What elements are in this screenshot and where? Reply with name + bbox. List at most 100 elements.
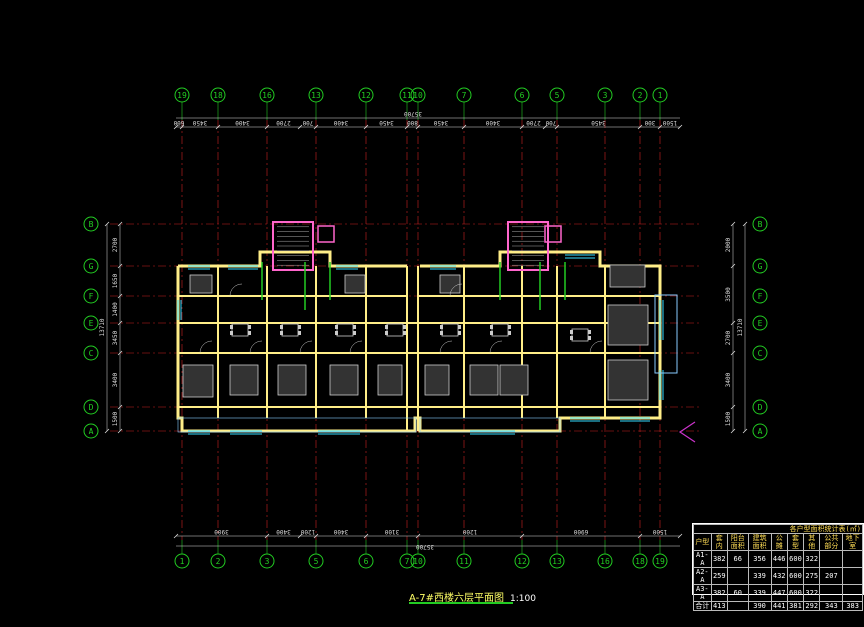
legend-cell: 343 xyxy=(819,601,844,611)
legend-header: 套型 xyxy=(786,533,805,551)
left-dim-tick xyxy=(117,320,123,326)
left-total-text: 13710 xyxy=(99,318,106,336)
chair xyxy=(570,330,573,334)
bottom-dim-text: 3100 xyxy=(384,528,399,535)
legend-cell: 339 xyxy=(747,584,772,602)
furniture-item xyxy=(499,364,529,396)
bottom-dim-tick xyxy=(519,533,525,539)
balcony-outline xyxy=(419,417,561,433)
left-dim-text: 1650 xyxy=(112,273,119,288)
legend-cell: 259 xyxy=(710,567,728,585)
furniture-item xyxy=(424,364,450,396)
legend-cell: 383 xyxy=(842,601,863,611)
top-dim-text: 2700 xyxy=(526,119,541,126)
stair-core xyxy=(507,221,549,271)
axis-bubble-left-circle xyxy=(83,315,99,331)
walls xyxy=(176,250,662,433)
room-details xyxy=(177,221,696,443)
bottom-dim-tick xyxy=(297,533,303,539)
right-total-tick xyxy=(742,428,748,434)
axis-bubble-right-circle xyxy=(752,345,768,361)
right-dim-text: 2700 xyxy=(725,330,732,345)
left-total-tick xyxy=(104,428,110,434)
dining-table xyxy=(231,323,249,337)
furniture-item xyxy=(377,364,403,396)
legend-cell xyxy=(842,567,863,585)
legend-cell xyxy=(842,550,863,568)
bottom-dim-tick xyxy=(313,533,319,539)
legend-cell: 381 xyxy=(786,601,805,611)
chair xyxy=(570,336,573,340)
left-dim-tick xyxy=(117,293,123,299)
axis-bubble-left-circle xyxy=(83,345,99,361)
legend-header: 户型 xyxy=(693,533,712,551)
chair xyxy=(230,325,233,329)
top-dim-text: 3450 xyxy=(379,119,394,126)
chair xyxy=(385,325,388,329)
top-dim-tick xyxy=(363,124,369,130)
bottom-dim-text: 3900 xyxy=(214,528,229,535)
top-dim-tick xyxy=(554,124,560,130)
axis-bubble-left-label: C xyxy=(89,349,94,358)
top-dim-text: 300 xyxy=(644,119,655,126)
furniture-item xyxy=(607,304,649,346)
left-dim-tick xyxy=(117,350,123,356)
top-dim-text: 1500 xyxy=(662,119,677,126)
top-dim-tick xyxy=(297,124,303,130)
left-dim-tick xyxy=(117,404,123,410)
top-dim-tick xyxy=(313,124,319,130)
right-dim-tick xyxy=(730,320,736,326)
dining-table xyxy=(336,323,354,337)
legend-cell xyxy=(726,601,749,611)
door-arc xyxy=(449,283,463,297)
right-dim-tick xyxy=(730,221,736,227)
axis-bubble-left-label: D xyxy=(89,403,94,412)
door-arc xyxy=(249,340,263,354)
top-total-text: 35700 xyxy=(404,110,422,117)
door-arc xyxy=(349,340,363,354)
legend-header: 套内 xyxy=(710,533,728,551)
legend-cell: 441 xyxy=(770,601,788,611)
left-total-tick xyxy=(104,221,110,227)
legend-header: 公摊 xyxy=(770,533,788,551)
chair xyxy=(385,331,388,335)
axis-bubble-right-circle xyxy=(752,423,768,439)
top-dim-text: 3400 xyxy=(485,119,500,126)
axis-bubble-left-circle xyxy=(83,288,99,304)
furniture-item xyxy=(277,364,307,396)
bottom-dim-tick xyxy=(415,533,421,539)
legend-cell: 322 xyxy=(803,550,821,568)
legend-header-row: 户型 套内 阳台面积 建筑面积 公摊 套型 其他 公共部分 地下室 xyxy=(693,533,863,551)
axis-bubble-left-label: A xyxy=(89,427,94,436)
dining-table xyxy=(441,323,459,337)
door-arc xyxy=(439,340,453,354)
legend-cell: 275 xyxy=(803,567,821,585)
furniture-item xyxy=(607,359,649,401)
top-dim-tick xyxy=(415,124,421,130)
bottom-dim-text: 6900 xyxy=(573,528,588,535)
axis-bubble-top-label: 13 xyxy=(311,91,321,100)
legend-cell xyxy=(819,584,844,602)
chair xyxy=(335,325,338,329)
top-dim-text: 600 xyxy=(173,119,184,126)
axis-bubble-left-circle xyxy=(83,216,99,232)
axis-bubble-top-label: 2 xyxy=(638,91,643,100)
legend-cell: A3-A xyxy=(693,584,712,602)
chair xyxy=(280,331,283,335)
chair xyxy=(440,331,443,335)
chair xyxy=(280,325,283,329)
furniture-item xyxy=(189,274,213,294)
left-dim-text: 1400 xyxy=(112,302,119,317)
left-dim-text: 3400 xyxy=(112,372,119,387)
chair xyxy=(458,331,461,335)
furniture-item xyxy=(182,364,214,398)
chair xyxy=(248,331,251,335)
legend-cell: 446 xyxy=(770,550,788,568)
legend-cell: 339 xyxy=(747,567,772,585)
dining-table xyxy=(281,323,299,337)
